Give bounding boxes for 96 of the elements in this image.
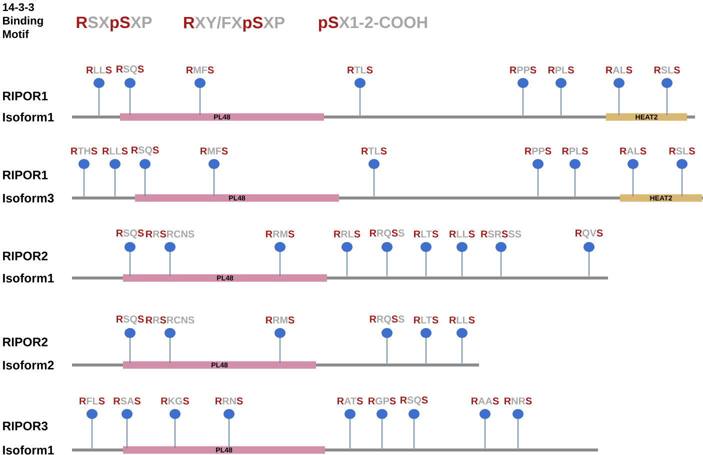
site-label: RKGS: [161, 397, 189, 404]
lollipop-stalk: [570, 159, 580, 197]
site-label: RLTS: [414, 316, 438, 324]
lollipop-stalk: [274, 328, 286, 364]
isoform-name: Isoform2: [3, 360, 54, 370]
site-label: RTHS: [71, 147, 98, 155]
site-label: RPPS: [510, 66, 536, 74]
motif-sequence: RSXpSXP: [76, 16, 152, 32]
site-label: RALS: [620, 147, 646, 155]
protein-name: RIPOR1: [3, 170, 48, 180]
site-label: RSLS: [654, 66, 680, 74]
site-label: RRLS: [334, 230, 360, 238]
site-label: RFLS: [80, 397, 105, 404]
lollipop-stalk: [122, 409, 132, 449]
site-label: RSAS: [114, 397, 140, 404]
site-label: RQVS: [576, 230, 603, 238]
protein-name: RIPOR3: [3, 422, 48, 430]
site-label: RRSRCNS: [146, 230, 194, 238]
lollipop-stalk: [164, 242, 176, 277]
site-label: RPPS: [525, 147, 552, 155]
lollipop-stalk: [662, 78, 672, 116]
site-label: RSRSSS: [481, 230, 522, 238]
lollipop-stalk: [354, 78, 366, 116]
lollipop-stalk: [408, 409, 420, 449]
lollipop-stalk: [676, 159, 688, 197]
lollipop-stalk: [342, 242, 352, 277]
site-label: RATS: [337, 397, 363, 404]
lollipop-stalk: [480, 409, 490, 449]
isoform-name: Isoform1: [3, 273, 54, 283]
lollipop-stalk: [368, 159, 380, 197]
protein-name: RIPOR1: [3, 92, 48, 100]
motif-sequence: RXY/FXpSXP: [184, 16, 284, 32]
site-label: RSQS: [400, 396, 428, 406]
site-label: RPLS: [548, 66, 574, 74]
lollipop-stalk: [274, 242, 286, 277]
site-label: RRSRCNS: [146, 316, 194, 324]
site-label: RLLS: [450, 230, 475, 238]
lollipop-stalk: [376, 409, 388, 449]
site-label: RPLS: [562, 147, 588, 155]
lollipop-stalk: [420, 328, 432, 364]
protein-name: RIPOR2: [3, 252, 48, 260]
lollipop-stalk: [614, 78, 624, 116]
site-label: RTLS: [348, 66, 373, 74]
site-label: RSQS: [116, 230, 144, 238]
site-label: RRMS: [266, 316, 294, 324]
site-label: RRNS: [216, 397, 243, 404]
site-label: RTLS: [362, 147, 387, 155]
site-label: RLTS: [414, 230, 438, 238]
lollipop-stalk: [224, 409, 234, 449]
lollipop-stalk: [456, 328, 468, 364]
lollipop-stalk: [344, 409, 356, 449]
lollipop-stalk: [382, 328, 392, 364]
lollipop-stalk: [518, 78, 528, 116]
lollipop-stalk: [86, 409, 98, 449]
isoform-name: Isoform1: [3, 112, 54, 122]
lollipop-stalk: [382, 242, 392, 277]
site-label: RRQSS: [370, 316, 404, 324]
lollipop-stalk: [124, 242, 136, 277]
site-label: RRMS: [266, 230, 294, 238]
site-label: RMFS: [186, 66, 214, 74]
isoform-name: Isoform1: [3, 445, 54, 455]
lollipop-stalk: [628, 159, 638, 197]
lollipop-stalk: [110, 159, 120, 197]
lollipop-stalk: [78, 159, 90, 197]
site-label: RLLS: [102, 147, 128, 155]
isoform-name: Isoform3: [3, 193, 54, 203]
motif-heading: 14-3-3 Binding Motif: [2, 3, 43, 38]
lollipop-stalk: [208, 159, 220, 197]
site-label: RMFS: [200, 147, 228, 155]
lollipop-stalk: [532, 159, 544, 197]
lollipop-stalk: [194, 78, 206, 116]
site-label: RLLS: [450, 316, 475, 324]
lollipop-stalk: [556, 78, 566, 116]
site-label: RSLS: [669, 147, 695, 155]
site-label: RLLS: [86, 66, 112, 74]
protein-name: RIPOR2: [3, 338, 48, 346]
lollipop-stalk: [124, 328, 136, 364]
lollipop-stalk: [140, 159, 150, 197]
lollipop-stalk: [94, 78, 104, 116]
lollipop-stalk: [456, 242, 468, 277]
lollipop-stalk: [124, 78, 136, 116]
site-label: RNRS: [504, 397, 532, 404]
site-label: RSQS: [116, 316, 144, 324]
lollipop-stalk: [420, 242, 432, 277]
motif-sequence: pSX1-2-COOH: [318, 16, 428, 32]
lollipop-stalk: [164, 328, 176, 364]
site-label: RALS: [606, 66, 632, 74]
lollipop-stalk: [496, 242, 506, 277]
site-label: RAAS: [472, 397, 499, 404]
site-label: RGPS: [368, 397, 396, 404]
lollipop-stalk: [584, 242, 594, 277]
lollipop-stalk: [512, 409, 524, 449]
site-label: RRQSS: [370, 230, 404, 238]
site-label: RSQS: [116, 66, 144, 74]
lollipop-stalk: [170, 409, 180, 449]
site-label: RSQS: [132, 146, 159, 156]
